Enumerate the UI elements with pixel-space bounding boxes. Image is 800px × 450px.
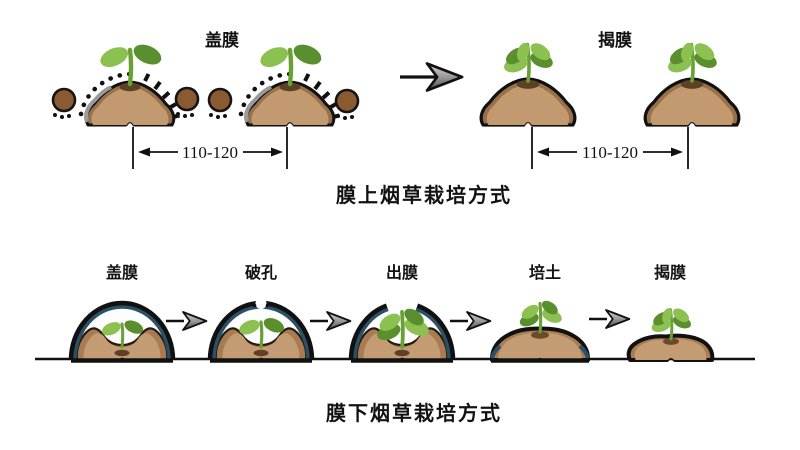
stage-hill-soil-figure — [489, 298, 591, 363]
top-section-caption: 膜上烟草栽培方式 — [335, 183, 512, 207]
soil-clod — [51, 87, 77, 121]
row-spacing-value-right: 110-120 — [582, 143, 638, 162]
dimension-arrowhead-right-icon — [671, 147, 683, 157]
stage-label-cover-film: 盖膜 — [106, 263, 138, 282]
right-arrow-icon — [450, 311, 492, 331]
dimension-arrowhead-right-icon — [271, 147, 283, 157]
top-cover-film-label: 盖膜 — [205, 30, 239, 50]
buried-film-edge — [578, 344, 590, 359]
covered-mound-1 — [81, 41, 180, 125]
film-hole — [255, 298, 267, 309]
stage-label-hill-soil: 培土 — [529, 263, 561, 282]
row-spacing-value-left: 110-120 — [182, 143, 238, 162]
top-on-film-diagram: 盖膜 揭膜 110-120 — [51, 30, 739, 207]
medium-seedling — [518, 298, 564, 332]
covered-mound-2 — [241, 41, 340, 125]
uncovered-mound-1 — [481, 40, 575, 125]
stage-exit-film-figure — [351, 304, 453, 361]
dimension-arrowhead-left-icon — [138, 147, 150, 157]
large-seedling — [650, 306, 693, 339]
dimension-arrowhead-left-icon — [537, 147, 549, 157]
stage-remove-film-figure — [626, 306, 715, 362]
buried-film-edge — [490, 344, 502, 359]
soil-clod — [174, 86, 200, 120]
stage-label-remove-film: 揭膜 — [654, 263, 686, 282]
row-spacing-dimension-left — [132, 127, 288, 169]
stage-cover-film-figure — [71, 304, 173, 361]
right-arrow-icon — [589, 309, 631, 329]
uncovered-mound-2 — [645, 40, 739, 125]
stage-label-exit-film: 出膜 — [386, 263, 418, 282]
bottom-under-film-diagram: 盖膜 破孔 出膜 培土 揭膜 — [35, 263, 755, 425]
right-arrow-icon — [310, 311, 352, 331]
stage-label-break-hole: 破孔 — [245, 263, 277, 282]
small-seedling — [97, 41, 164, 84]
top-uncover-film-label: 揭膜 — [598, 30, 632, 50]
stage-break-hole-figure — [210, 298, 312, 361]
right-arrow-icon — [166, 311, 208, 331]
soil-clod — [207, 87, 233, 121]
row-spacing-dimension-right — [531, 127, 689, 169]
large-seedling — [502, 40, 555, 81]
bottom-section-caption: 膜下烟草栽培方式 — [325, 401, 502, 425]
small-seedling — [257, 41, 324, 84]
large-seedling — [666, 40, 719, 81]
right-arrow-icon — [400, 62, 464, 92]
